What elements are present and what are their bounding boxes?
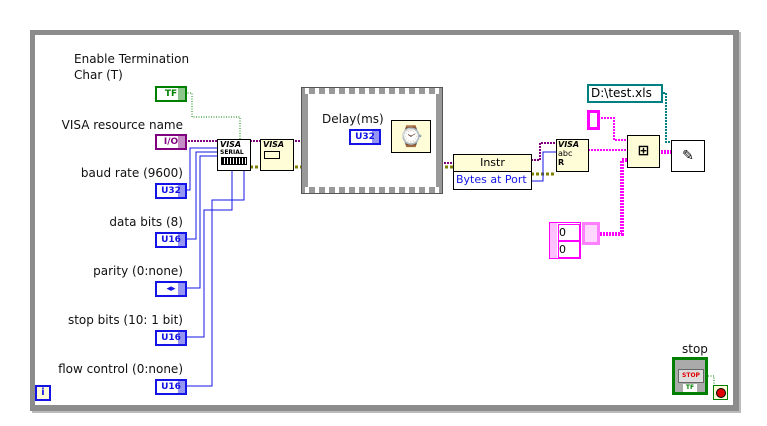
film-strip-top — [302, 88, 442, 94]
enum-icon: ◂▸ — [166, 284, 176, 294]
baud-rate-control[interactable]: U32 — [155, 183, 187, 199]
stop-button[interactable]: STOP — [678, 369, 704, 383]
visa-text: VISA — [220, 140, 242, 149]
visa-read-node[interactable]: VISA abc R — [556, 139, 589, 172]
visa-flush-node[interactable]: VISA — [260, 139, 294, 171]
loop-condition-terminal[interactable] — [713, 385, 728, 400]
boolean-wire — [185, 92, 241, 139]
delay-control[interactable]: U32 — [349, 129, 381, 145]
label-baud-rate: baud rate (9600) — [80, 166, 183, 180]
visa-configure-serial-node[interactable]: VISA SERIAL — [217, 139, 251, 171]
property-node-class: Instr — [454, 155, 531, 172]
label-visa-resource: VISA resource name — [61, 118, 183, 132]
write-spreadsheet-file-node[interactable]: ✎ — [671, 140, 705, 172]
visa-resource-control[interactable]: I/O — [155, 134, 187, 150]
data-bits-control[interactable]: U16 — [155, 232, 187, 248]
array-element[interactable]: 0 — [558, 241, 580, 258]
while-loop — [30, 30, 739, 411]
loop-iteration-icon: i — [35, 385, 51, 401]
parity-control[interactable]: ◂▸ — [155, 281, 187, 297]
label-stop-bits: stop bits (10: 1 bit) — [67, 313, 183, 327]
flow-control-control[interactable]: U16 — [155, 379, 187, 395]
stop-type: TF — [683, 384, 697, 392]
array-constant[interactable]: 0 0 — [549, 222, 581, 259]
label-enable-termination-2: Char (T) — [74, 68, 123, 82]
buffer-icon — [264, 151, 280, 159]
read-r-text: R — [558, 158, 565, 167]
array-element[interactable]: 0 — [558, 224, 580, 241]
stop-bits-control[interactable]: U16 — [155, 330, 187, 346]
empty-string-constant-2[interactable] — [582, 222, 600, 245]
flat-sequence-structure: Delay(ms) U32 ⌚ — [301, 87, 443, 194]
wait-ms-icon[interactable]: ⌚ — [391, 120, 431, 153]
stop-button-terminal[interactable]: STOP TF — [672, 357, 708, 395]
label-parity: parity (0:none) — [93, 264, 183, 278]
build-array-node[interactable]: ⊞ — [627, 135, 660, 168]
visa-text: VISA — [558, 140, 580, 149]
enable-termination-control[interactable]: TF — [155, 86, 187, 102]
label-flow-control: flow control (0:none) — [58, 362, 183, 376]
label-enable-termination: Enable Termination — [74, 52, 190, 66]
abc-text: abc — [558, 149, 573, 158]
delay-label: Delay(ms) — [322, 112, 384, 126]
serial-port-icon — [221, 157, 247, 165]
label-data-bits: data bits (8) — [109, 215, 183, 229]
stop-label: stop — [682, 342, 708, 356]
visa-text: VISA — [263, 140, 285, 149]
property-node[interactable]: Instr Bytes at Port — [453, 154, 532, 190]
empty-string-constant[interactable] — [587, 110, 600, 130]
stop-if-true-icon — [716, 388, 726, 398]
array-index — [550, 223, 557, 258]
film-strip-bottom — [302, 187, 442, 193]
serial-text: SERIAL — [220, 149, 244, 156]
bytes-at-port-property[interactable]: Bytes at Port — [456, 173, 527, 186]
path-constant[interactable]: D:\test.xls — [587, 84, 663, 103]
